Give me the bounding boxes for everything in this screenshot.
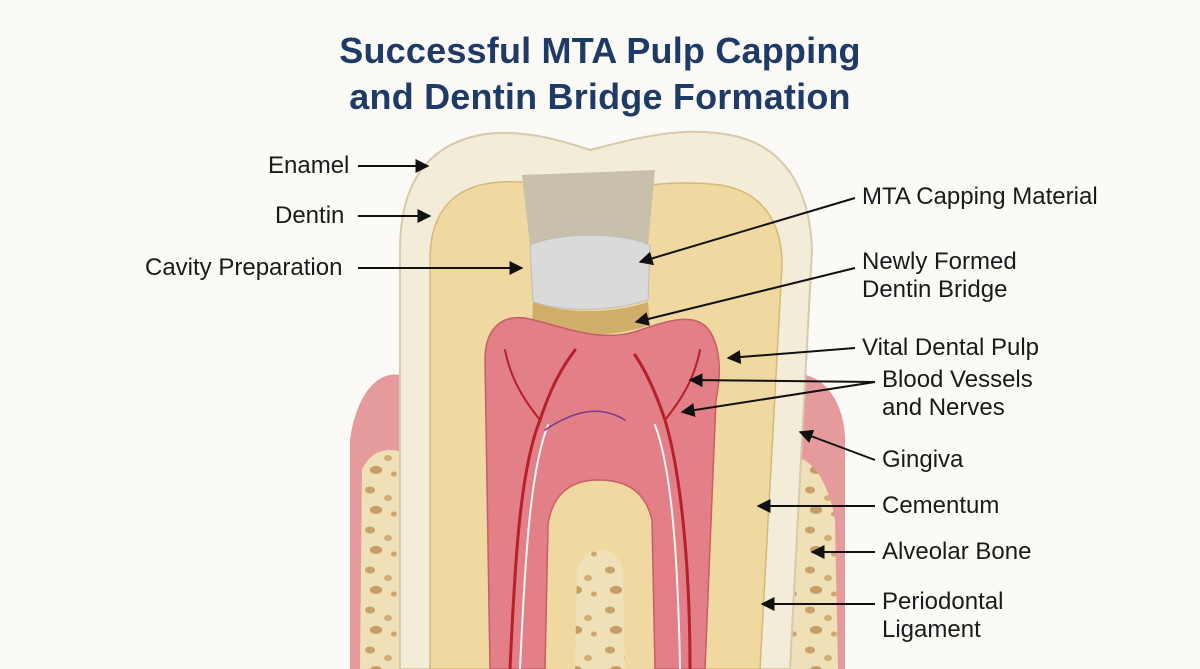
label-vital-dental-pulp: Vital Dental Pulp (862, 334, 1039, 361)
leader-lines (358, 159, 876, 611)
label-periodontal-2: Ligament (882, 616, 981, 643)
mta-material (529, 234, 651, 310)
label-blood-vessels-1: Blood Vessels (882, 366, 1033, 393)
blood-vessels (504, 348, 701, 669)
title-line-1: Successful MTA Pulp Capping (339, 30, 861, 71)
label-enamel: Enamel (268, 152, 350, 179)
label-mta-capping-material: MTA Capping Material (862, 183, 1098, 210)
title-line-2: and Dentin Bridge Formation (349, 76, 851, 117)
label-periodontal-1: Periodontal (882, 588, 1004, 615)
label-cementum: Cementum (882, 492, 1000, 519)
cavity-shape (522, 170, 655, 245)
label-newly-formed-1: Newly Formed (862, 248, 1017, 275)
label-gingiva: Gingiva (882, 446, 964, 473)
label-cavity-preparation: Cavity Preparation (145, 254, 343, 281)
label-alveolar-bone: Alveolar Bone (882, 538, 1032, 565)
label-dentin: Dentin (275, 202, 345, 229)
label-blood-vessels-2: and Nerves (882, 394, 1005, 421)
dentin-bridge (532, 302, 650, 335)
label-newly-formed-2: Dentin Bridge (862, 276, 1008, 303)
